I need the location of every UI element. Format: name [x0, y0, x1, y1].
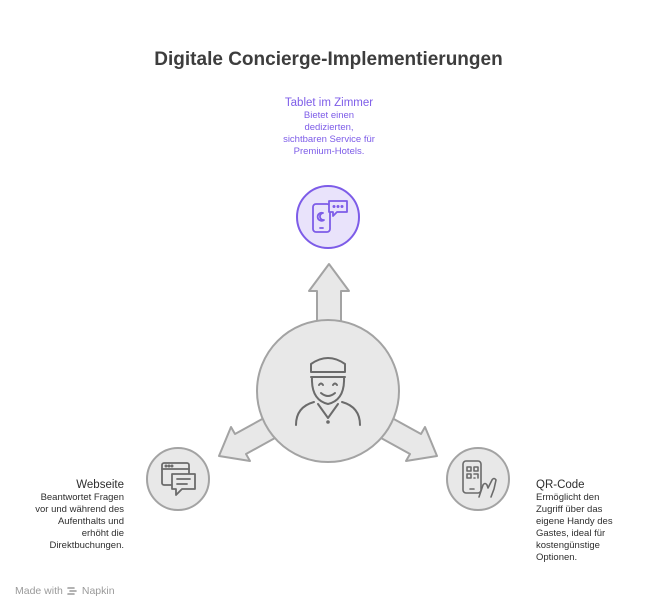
website-title: Webseite: [76, 479, 124, 491]
tablet-node[interactable]: [296, 185, 360, 249]
watermark-brand: Napkin: [81, 585, 115, 597]
watermark: Made with Napkin: [15, 585, 115, 597]
page-title: Digitale Concierge-Implementierungen: [154, 49, 503, 70]
desc-line: Beantwortet Fragen: [40, 492, 124, 503]
arrow-right: [380, 417, 438, 462]
website-chat-icon: [161, 462, 196, 496]
qr-code-description: Ermöglicht den Zugriff über das eigene H…: [536, 492, 641, 564]
desc-line: Aufenthalts und: [57, 516, 124, 527]
qr-code-title: QR-Code: [536, 479, 585, 491]
napkin-logo-icon: [67, 587, 77, 595]
arrow-up: [308, 263, 350, 322]
desc-line: sichtbaren Service für: [283, 134, 375, 145]
desc-line: Bietet einen: [303, 110, 355, 121]
concierge-person-icon: [295, 357, 361, 426]
tablet-description: Bietet einen dedizierten, sichtbaren Ser…: [229, 110, 429, 158]
qr-code-node[interactable]: [446, 447, 510, 511]
tablet-label: Tablet im Zimmer Bietet einen dedizierte…: [229, 96, 429, 158]
website-label: Webseite Beantwortet Fragen vor und währ…: [14, 478, 124, 552]
arrow-left: [218, 417, 276, 462]
desc-line: erhöht die: [81, 528, 124, 539]
phone-qr-icon: [462, 460, 497, 498]
desc-line: eigene Handy des: [536, 516, 613, 527]
tablet-chat-icon: [312, 200, 348, 233]
desc-line: Gastes, ideal für: [536, 528, 606, 539]
website-description: Beantwortet Fragen vor und während des A…: [14, 492, 124, 552]
desc-line: Zugriff über das: [536, 504, 603, 515]
desc-line: Premium-Hotels.: [293, 146, 365, 157]
desc-line: kostengünstige: [536, 540, 600, 551]
desc-line: Optionen.: [536, 552, 578, 563]
desc-line: Ermöglicht den: [536, 492, 600, 503]
desc-line: vor und während des: [35, 504, 124, 515]
watermark-prefix: Made with: [15, 585, 63, 597]
qr-code-label: QR-Code Ermöglicht den Zugriff über das …: [536, 478, 641, 564]
desc-line: Direktbuchungen.: [49, 540, 124, 551]
desc-line: dedizierten,: [304, 122, 354, 133]
center-node: [256, 319, 400, 463]
tablet-title: Tablet im Zimmer: [284, 97, 374, 109]
